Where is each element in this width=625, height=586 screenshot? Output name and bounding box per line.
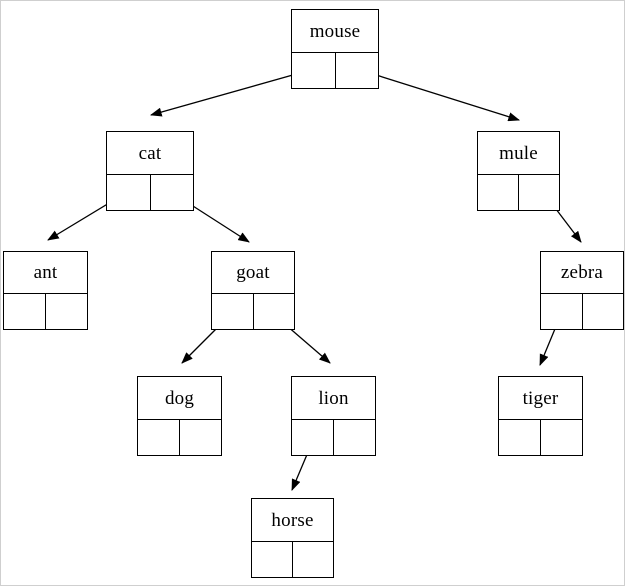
right-pointer-cell-goat (254, 294, 295, 329)
node-pointers-tiger (499, 419, 582, 455)
node-label-tiger: tiger (522, 387, 559, 409)
node-pointers-lion (292, 419, 375, 455)
node-pointers-zebra (541, 293, 623, 329)
tree-node-tiger[interactable]: tiger (498, 376, 583, 456)
tree-node-ant[interactable]: ant (3, 251, 88, 330)
left-pointer-cell-goat (212, 294, 254, 329)
tree-edge-mouse-left-cat (149, 68, 315, 117)
tree-node-zebra[interactable]: zebra (540, 251, 624, 330)
node-label-horse: horse (271, 509, 314, 531)
right-pointer-cell-ant (46, 294, 87, 329)
tree-node-horse[interactable]: horse (251, 498, 334, 578)
left-pointer-cell-ant (4, 294, 46, 329)
tree-node-cat[interactable]: cat (106, 131, 194, 211)
left-pointer-cell-zebra (541, 294, 583, 329)
right-pointer-cell-dog (180, 420, 221, 455)
left-pointer-cell-dog (138, 420, 180, 455)
node-pointers-horse (252, 541, 333, 577)
node-label-dog: dog (164, 387, 195, 409)
left-pointer-cell-lion (292, 420, 334, 455)
node-pointers-cat (107, 174, 193, 210)
tree-node-dog[interactable]: dog (137, 376, 222, 456)
right-pointer-cell-zebra (583, 294, 624, 329)
left-pointer-cell-cat (107, 175, 151, 210)
right-pointer-cell-tiger (541, 420, 582, 455)
right-pointer-cell-mouse (336, 53, 379, 88)
left-pointer-cell-mule (478, 175, 519, 210)
node-pointers-dog (138, 419, 221, 455)
node-label-mouse: mouse (309, 20, 361, 42)
right-pointer-cell-cat (151, 175, 194, 210)
left-pointer-cell-mouse (292, 53, 336, 88)
node-label-goat: goat (236, 262, 270, 283)
right-pointer-cell-lion (334, 420, 375, 455)
node-label-lion: lion (318, 387, 349, 409)
node-label-ant: ant (33, 262, 58, 283)
node-pointers-ant (4, 293, 87, 329)
left-pointer-cell-tiger (499, 420, 541, 455)
node-pointers-goat (212, 293, 294, 329)
tree-node-mule[interactable]: mule (477, 131, 560, 211)
tree-node-mouse[interactable]: mouse (291, 9, 379, 89)
node-label-zebra: zebra (560, 262, 604, 283)
right-pointer-cell-mule (519, 175, 559, 210)
node-label-mule: mule (499, 142, 538, 164)
tree-node-lion[interactable]: lion (291, 376, 376, 456)
tree-node-goat[interactable]: goat (211, 251, 295, 330)
node-pointers-mule (478, 174, 559, 210)
node-pointers-mouse (292, 52, 378, 88)
left-pointer-cell-horse (252, 542, 293, 577)
right-pointer-cell-horse (293, 542, 333, 577)
node-label-cat: cat (138, 142, 162, 164)
